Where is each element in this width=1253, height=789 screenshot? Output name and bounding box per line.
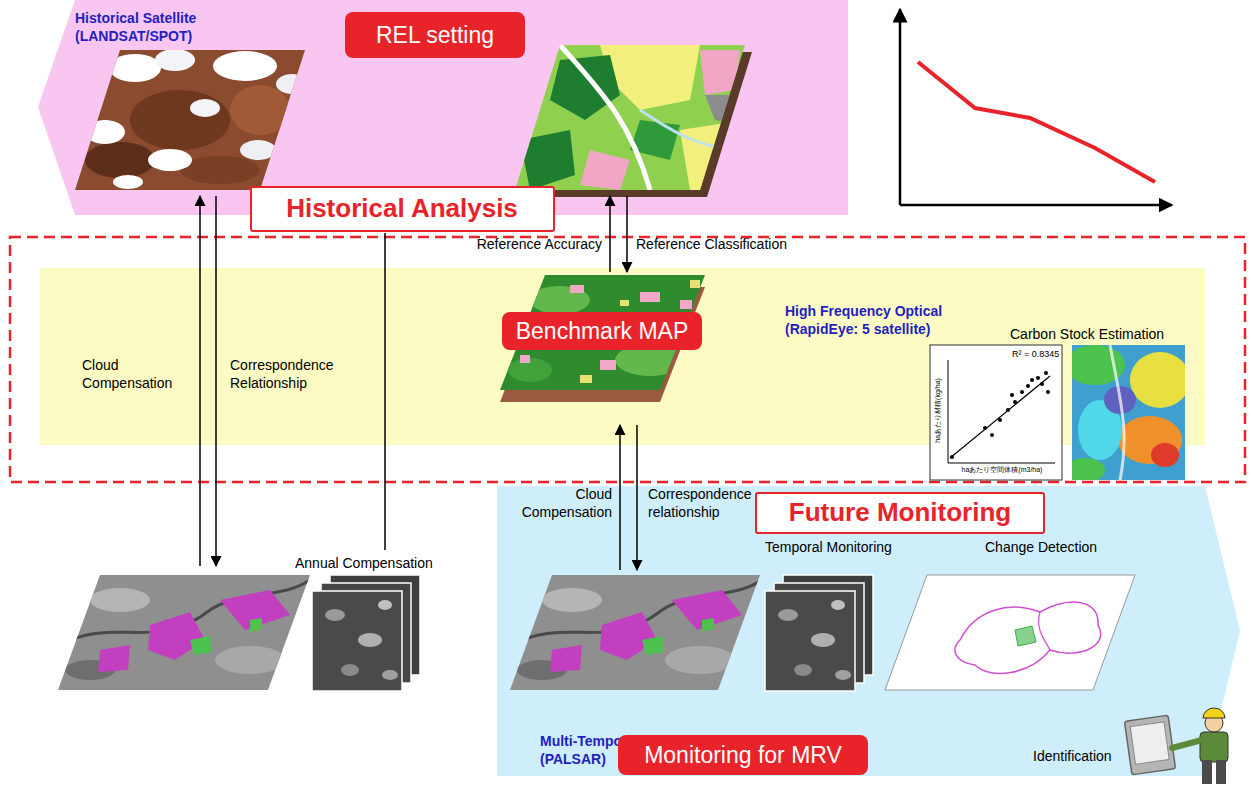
box-label: REL setting	[376, 22, 494, 48]
annotation-label: Cloud Compensation	[522, 486, 612, 521]
image-stack	[312, 575, 420, 691]
annotation-label: Temporal Monitoring	[765, 539, 892, 557]
box-label: Monitoring for MRV	[644, 742, 842, 768]
annotation-label: haあたり空間体積(m3/ha)	[962, 466, 1043, 475]
title-box: Benchmark MAP	[502, 312, 703, 350]
trend-chart	[900, 9, 1172, 205]
band-region: Historical Satellite (LANDSAT/SPOT) REL s…	[0, 0, 848, 215]
section-box: Future Monitoring	[755, 492, 1045, 534]
annotation-label: Reference Classification	[636, 236, 787, 254]
box-label: Historical Analysis	[286, 194, 518, 224]
annotation-label: Correspondence relationship	[648, 486, 752, 521]
annotation-label: Identification	[1033, 748, 1112, 766]
annotation-label: Correspondence Relationship	[230, 357, 334, 392]
annotation-label: Reference Accuracy	[477, 236, 602, 254]
axis-label: haあたり材積(kg/ha)	[934, 378, 943, 443]
annotation-label: Change Detection	[985, 539, 1097, 557]
box-label: Benchmark MAP	[516, 318, 689, 344]
sar-image-historical	[55, 570, 315, 695]
band-fill	[497, 486, 1240, 776]
annotation-label: Cloud Compensation	[82, 357, 172, 392]
dashed-frame	[10, 237, 1245, 482]
title-box: Monitoring for MRV	[618, 735, 868, 775]
band-fill	[38, 0, 848, 215]
box-label: Future Monitoring	[789, 498, 1011, 528]
band-heading: High Frequency Optical (RapidEye: 5 sate…	[785, 303, 965, 338]
band-fill	[40, 268, 1205, 445]
section-box: Historical Analysis	[250, 186, 555, 232]
title-box: REL setting	[345, 12, 525, 58]
band-heading: Historical Satellite (LANDSAT/SPOT)	[75, 10, 215, 45]
annotation-label: Annual Compensation	[295, 555, 433, 573]
annotation-label: R² = 0.8345	[1012, 349, 1059, 360]
annotation-label: Carbon Stock Estimation	[1010, 326, 1164, 344]
